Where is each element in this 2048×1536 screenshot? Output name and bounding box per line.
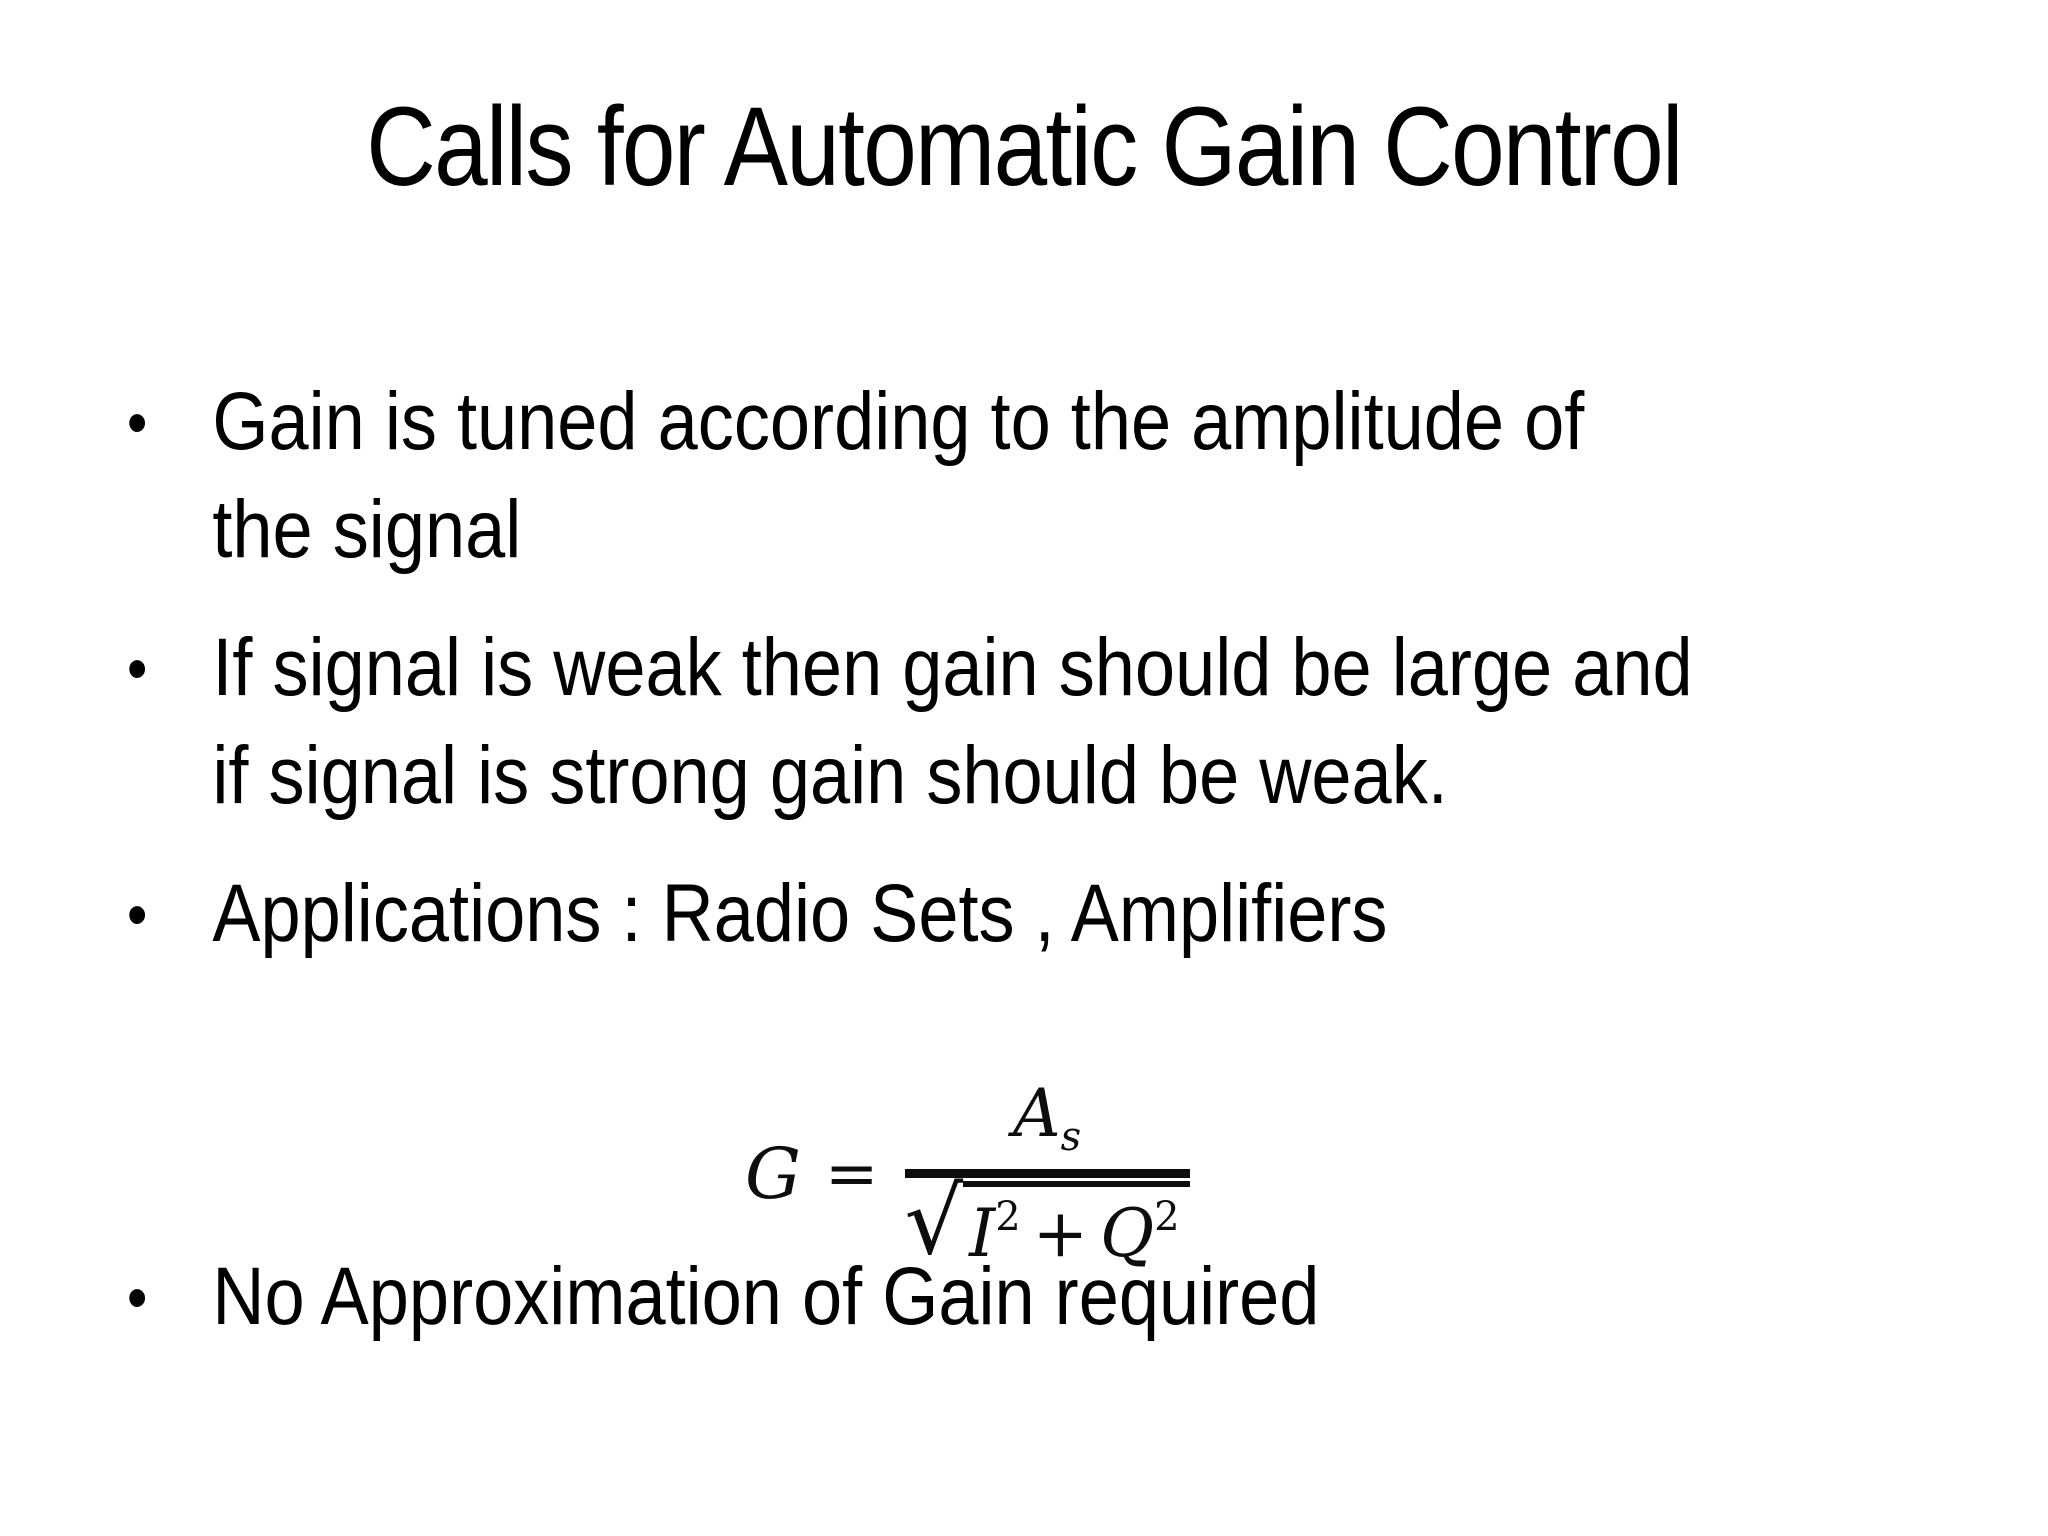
bullet-list-bottom: • No Approximation of Gain required xyxy=(127,1243,1319,1381)
bullet-text: Gain is tuned according to the amplitude… xyxy=(212,376,1585,575)
bullet-text: If signal is weak then gain should be la… xyxy=(212,622,1693,821)
in-phase-symbol: I xyxy=(969,1195,996,1272)
bullet-item: • Applications : Radio Sets , Amplifiers xyxy=(127,860,1693,968)
equals-sign: = xyxy=(824,1137,879,1212)
bullet-text: Applications : Radio Sets , Amplifiers xyxy=(212,868,1388,959)
formula-fraction: As √ I2+Q2 xyxy=(904,1075,1190,1275)
bullet-marker: • xyxy=(127,877,148,951)
quadrature-exponent: 2 xyxy=(1154,1194,1180,1240)
formula-radicand: I2+Q2 xyxy=(963,1181,1190,1272)
plus-sign: + xyxy=(1032,1195,1089,1272)
bullet-item: • No Approximation of Gain required xyxy=(127,1243,1319,1351)
amplitude-symbol: A xyxy=(1012,1075,1061,1152)
bullet-item: • Gain is tuned according to the amplitu… xyxy=(127,368,1693,584)
formula-numerator: As xyxy=(904,1075,1190,1178)
formula-lhs: G = xyxy=(745,1133,879,1215)
in-phase-exponent: 2 xyxy=(995,1194,1021,1240)
bullet-item: • If signal is weak then gain should be … xyxy=(127,614,1693,830)
bullet-list: • Gain is tuned according to the amplitu… xyxy=(127,368,1693,998)
quadrature-symbol: Q xyxy=(1100,1195,1155,1272)
slide-title: Calls for Automatic Gain Control xyxy=(366,84,1683,209)
bullet-marker: • xyxy=(127,1260,148,1334)
radical-sign: √ xyxy=(904,1168,964,1275)
formula-denominator: √ I2+Q2 xyxy=(904,1168,1190,1275)
gain-formula: G = As √ I2+Q2 xyxy=(745,1075,1190,1275)
amplitude-subscript: s xyxy=(1060,1114,1082,1160)
bullet-text: No Approximation of Gain required xyxy=(212,1251,1320,1342)
formula-gain-symbol: G xyxy=(745,1133,801,1216)
bullet-marker: • xyxy=(127,631,148,705)
bullet-marker: • xyxy=(127,385,148,459)
